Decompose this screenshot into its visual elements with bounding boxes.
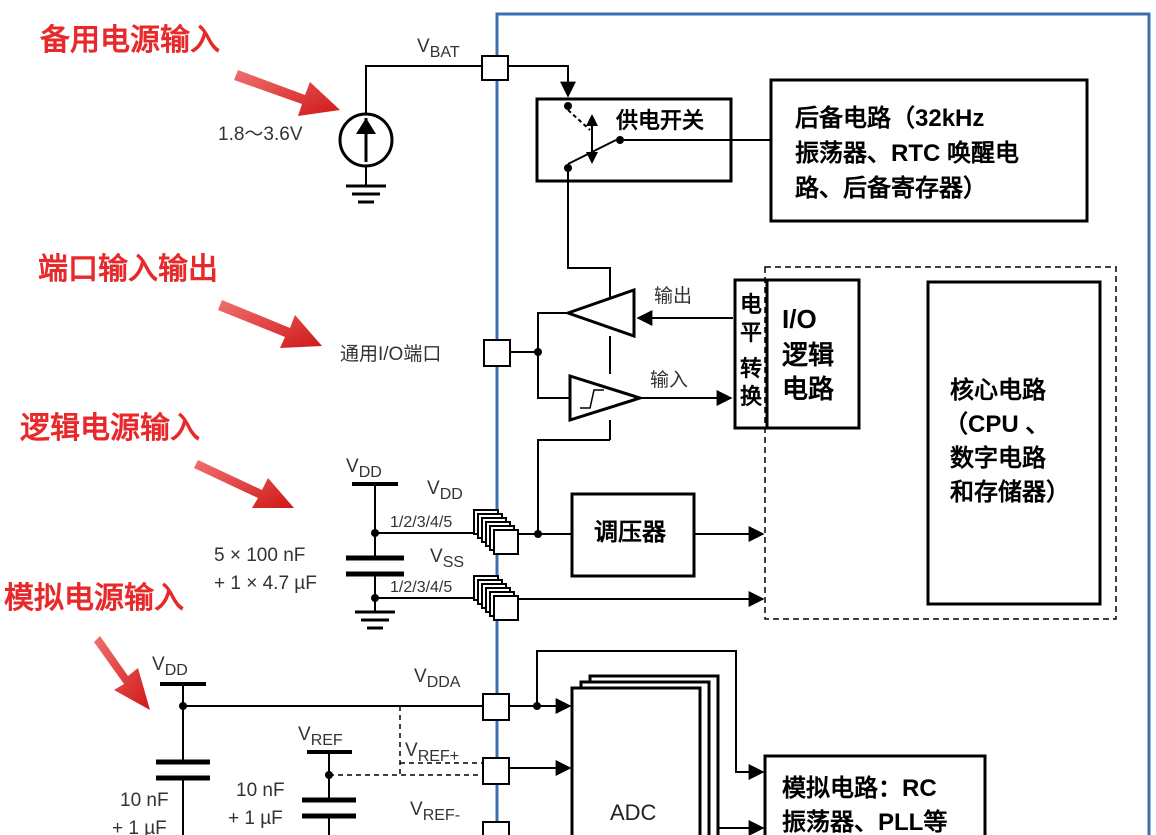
annotation-logic-power: 逻辑电源输入 [20, 411, 200, 446]
cap-b-label-2: + 1 µF [228, 808, 283, 829]
core-domain-boundary [764, 266, 1117, 620]
level-shift-block [733, 278, 769, 430]
decoupling-label-1: 5 × 100 nF [214, 545, 305, 566]
analog-circuit-block [763, 754, 987, 835]
gpio-label: 通用I/O端口 [340, 343, 441, 365]
power-switch-label: 供电开关 [615, 108, 704, 133]
vbat-pad [481, 55, 509, 81]
vdd-analog-label: VDD [152, 654, 188, 679]
vdd-top-label: VDD [346, 456, 382, 481]
red-arrow-backup [234, 70, 340, 116]
vdda-pad [482, 693, 510, 721]
vref-minus-pad [482, 821, 510, 835]
analog-circuit-line-1: 模拟电路：RC [782, 774, 937, 802]
vss-pin-numbers: 1/2/3/4/5 [390, 579, 452, 596]
red-arrow-port [218, 300, 322, 348]
red-arrow-analog [94, 636, 150, 710]
cap-a-label-2: + 1 µF [112, 818, 167, 835]
vref-label: VREF [298, 724, 343, 749]
annotation-port-io: 端口输入输出 [38, 252, 218, 287]
vdd-pin-numbers: 1/2/3/4/5 [390, 514, 452, 531]
gpio-pad [483, 339, 511, 367]
io-logic-block [765, 278, 861, 430]
battery-range-label: 1.8～3.6V [218, 124, 303, 145]
level-shift-char-3: 转 [740, 356, 762, 381]
regulator-label: 调压器 [594, 519, 667, 546]
vref-plus-label: VREF+ [405, 740, 459, 765]
core-line-4: 和存储器） [950, 478, 1070, 506]
adc-label: ADC [610, 800, 657, 825]
regulator-block [570, 492, 696, 578]
io-logic-line-3: 电路 [782, 374, 835, 404]
vdd-pin-label: VDD [427, 478, 463, 503]
red-arrow-logic [194, 460, 294, 508]
level-shift-char-1: 电 [740, 292, 762, 317]
analog-circuit-line-2: 振荡器、PLL等 [782, 808, 947, 835]
level-shift-char-2: 平 [740, 320, 762, 345]
core-line-3: 数字电路 [950, 444, 1047, 472]
vss-pad-stack [473, 575, 519, 621]
cap-b-label-1: 10 nF [236, 780, 285, 801]
input-buffer-icon [568, 373, 646, 423]
vref-minus-label: VREF- [410, 799, 460, 824]
core-line-2: （CPU 、 [944, 411, 1049, 438]
ground-icon-logic [355, 610, 395, 630]
cap-a-label-1: 10 nF [120, 790, 169, 811]
backup-circuit-line-2: 振荡器、RTC 唤醒电 [795, 140, 1019, 167]
core-block [926, 280, 1102, 606]
backup-circuit-line-3: 路、后备寄存器） [795, 174, 987, 202]
chip-boundary [495, 12, 1151, 835]
adc-block [570, 686, 702, 835]
ground-icon [346, 184, 386, 204]
level-shift-char-4: 换 [740, 384, 763, 409]
output-label: 输出 [654, 285, 692, 307]
backup-circuit-line-1: 后备电路（32kHz [795, 104, 984, 132]
vss-pin-label: VSS [430, 546, 464, 571]
output-buffer-icon [563, 287, 636, 339]
io-logic-line-1: I/O [782, 304, 817, 334]
decoupling-label-2: + 1 × 4.7 µF [214, 573, 317, 594]
io-logic-line-2: 逻辑 [782, 340, 834, 370]
vdd-pad-stack [473, 509, 519, 555]
vbat-label: VBAT [417, 36, 460, 61]
input-label: 输入 [650, 369, 688, 391]
vdda-label: VDDA [414, 666, 461, 691]
vref-plus-pad [482, 757, 510, 785]
annotation-backup-power: 备用电源输入 [40, 23, 220, 58]
backup-circuit-block [769, 78, 1089, 223]
annotation-analog-power: 模拟电源输入 [4, 581, 184, 616]
core-line-1: 核心电路 [950, 376, 1047, 404]
